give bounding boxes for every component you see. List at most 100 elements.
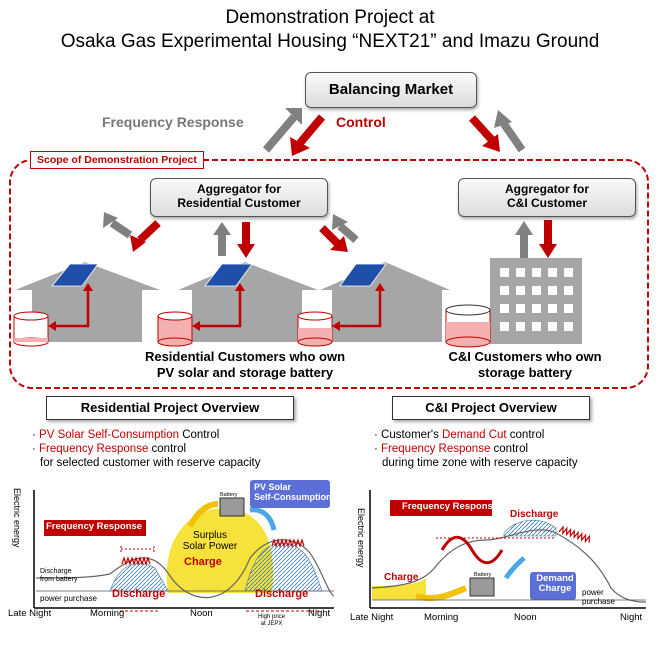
house-2 [178, 262, 318, 342]
res-discharge-arrow [249, 507, 277, 531]
ci-bullet-2: · Frequency Response control [374, 443, 529, 455]
ci-battery-icon [469, 577, 495, 597]
res-freq-zigzag-2 [271, 538, 305, 548]
aggregator-ci-box: Aggregator for C&I Customer [458, 178, 636, 217]
res-high-price-line1: High price [258, 614, 286, 620]
residential-bullet-1-red: PV Solar Self-Consumption [39, 429, 180, 441]
res-x-night: Night [308, 608, 331, 619]
ci-building [490, 258, 582, 344]
ci-charge-arrow [415, 585, 468, 602]
flow-house-1 [52, 288, 90, 328]
page-title-line2: Osaka Gas Experimental Housing “NEXT21” … [60, 31, 600, 52]
ci-freq-label: Frequency Response [402, 501, 499, 512]
battery-house-1 [13, 311, 49, 347]
ci-bullet-2-line2: during time zone with reserve capacity [382, 457, 578, 469]
flow-house-3 [336, 288, 382, 328]
ci-freq-label-box [390, 500, 492, 516]
res-x-late-night: Late Night [8, 608, 52, 619]
res-high-price-line2: at JEPX [260, 621, 283, 627]
control-label: Control [336, 114, 386, 130]
ci-pp-line2: purchase [582, 597, 615, 606]
ci-pp-line1: power [582, 588, 604, 597]
ci-bullet-1-rest: control [506, 429, 545, 441]
scope-label: Scope of Demonstration Project [30, 151, 204, 169]
res-ylabel: Electric energy [12, 488, 22, 548]
residential-bullets: · PV Solar Self-Consumption Control · Fr… [32, 428, 337, 470]
ci-discharge-arrow [503, 556, 526, 580]
ci-customers-label: C&I Customers who own storage battery [410, 349, 640, 381]
ci-demand-line1: Demand [536, 573, 574, 584]
residential-bullet-2-rest: control [148, 443, 187, 455]
residential-customers-line2: PV solar and storage battery [156, 365, 334, 380]
res-arrow-left-gray [103, 212, 133, 239]
ci-customers-line2: storage battery [478, 365, 572, 380]
diagram-arrows [9, 108, 649, 389]
ci-bullet-2-rest: control [490, 443, 529, 455]
page-title-line1: Demonstration Project at [225, 7, 435, 28]
ci-charge-area [372, 578, 426, 600]
ci-customers-line1: C&I Customers who own [448, 349, 602, 364]
battery-house-3 [297, 311, 333, 347]
res-discharge-evening [244, 543, 323, 592]
market-right-red-arrow [469, 115, 500, 152]
ci-bullet-2-red: Frequency Response [381, 443, 491, 455]
res-charge-arrow [187, 501, 219, 528]
ci-discharge-area [503, 520, 557, 537]
res-arrow-left-red [130, 220, 161, 252]
ci-ylabel: Electric energy [356, 508, 366, 568]
frequency-response-label: Frequency Response [102, 114, 244, 130]
res-power-purchase: power purchase [40, 594, 97, 603]
ci-arrow-gray [515, 221, 533, 258]
ci-freq-zigzag [558, 525, 590, 544]
ci-x-night: Night [620, 612, 643, 623]
res-freq-label-box [44, 520, 146, 536]
balancing-market-box: Balancing Market [305, 72, 477, 108]
aggregator-residential-box: Aggregator for Residential Customer [150, 178, 328, 217]
market-left-gray-arrow [262, 108, 302, 153]
residential-customers-line1: Residential Customers who own [144, 349, 346, 364]
flow-house-2 [196, 288, 242, 328]
res-surplus-line2: Solar Power [182, 541, 238, 552]
residential-bullet-1-rest: Control [179, 429, 220, 441]
res-discharge-label-1: Discharge [112, 588, 166, 600]
res-charge-label: Charge [184, 556, 222, 568]
ci-demand-box [530, 572, 576, 600]
house-1 [15, 262, 160, 342]
res-surplus-line1: Surplus [193, 530, 227, 541]
res-arrow-mid-gray [213, 222, 231, 256]
ci-arrow-red [539, 220, 557, 258]
res-arrow-mid-red [237, 222, 255, 258]
ci-x-late-night: Late Night [350, 612, 394, 623]
battery-house-2 [157, 311, 193, 347]
res-freq-zigzag-1 [121, 556, 151, 566]
ci-discharge-label: Discharge [510, 509, 559, 520]
battery-ci [445, 304, 491, 348]
res-x-noon: Noon [190, 608, 213, 619]
res-surplus-area [166, 508, 274, 593]
ci-x-morning: Morning [424, 612, 459, 623]
ci-bullet-1: · Customer's Demand Cut control [374, 429, 545, 441]
ci-bullets: · Customer's Demand Cut control · Freque… [374, 428, 654, 470]
residential-bullet-2-line2: for selected customer with reserve capac… [40, 457, 261, 469]
res-pv-label-line2: Self-Consumption [254, 492, 332, 502]
res-pv-label-box [250, 480, 330, 508]
res-dfb-line2: from battery [40, 576, 78, 583]
res-battery-icon [219, 497, 245, 517]
scope-border [9, 159, 649, 389]
res-x-morning: Morning [90, 608, 125, 619]
res-freq-label: Frequency Response [46, 521, 143, 532]
residential-customers-label: Residential Customers who own PV solar a… [100, 349, 390, 381]
ci-bullet-1-red: Demand Cut [442, 429, 507, 441]
aggregator-residential-line1: Aggregator for [197, 182, 281, 196]
ci-battery-label: Battery [474, 572, 492, 578]
ci-charge-label: Charge [384, 572, 419, 583]
res-demand-curve [35, 539, 335, 599]
ci-chart [369, 490, 647, 609]
residential-bullet-1: · PV Solar Self-Consumption Control [32, 429, 220, 441]
